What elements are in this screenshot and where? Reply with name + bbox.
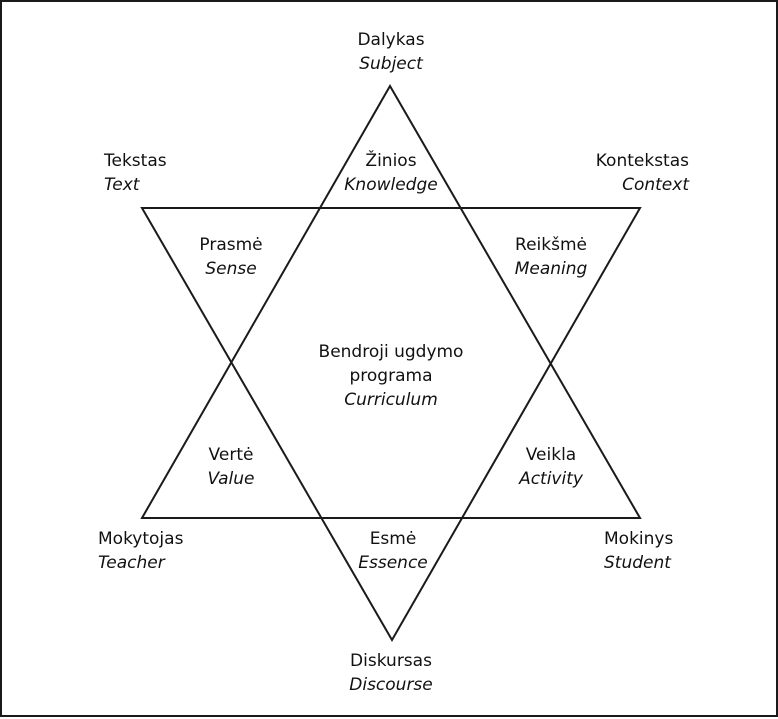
inner-label-lower-right-en: Activity <box>519 469 583 489</box>
outer-label-top-lt: Dalykas <box>357 30 425 50</box>
inner-label-bottom: Esmė Essence <box>358 527 428 575</box>
upward-triangle <box>140 83 642 519</box>
outer-label-upper-right-lt: Kontekstas <box>595 151 689 171</box>
inner-label-upper-left-lt: Prasmė <box>199 235 263 255</box>
inner-label-top-lt: Žinios <box>365 151 417 171</box>
downward-triangle <box>140 207 642 643</box>
inner-label-top-en: Knowledge <box>344 175 438 195</box>
inner-label-lower-right: Veikla Activity <box>519 443 583 491</box>
outer-label-lower-left-lt: Mokytojas <box>98 529 184 549</box>
outer-label-upper-left-lt: Tekstas <box>104 151 167 171</box>
outer-label-lower-left-en: Teacher <box>98 553 165 573</box>
outer-label-top-en: Subject <box>359 54 423 74</box>
center-label-en: Curriculum <box>344 390 438 410</box>
outer-label-upper-left-en: Text <box>104 175 140 195</box>
inner-label-upper-left-en: Sense <box>205 259 257 279</box>
outer-label-lower-left: Mokytojas Teacher <box>98 527 183 575</box>
inner-label-lower-right-lt: Veikla <box>525 445 577 465</box>
center-label-line1: Bendroji ugdymo <box>318 342 464 362</box>
inner-label-lower-left: Vertė Value <box>208 443 255 491</box>
inner-label-upper-right: Reikšmė Meaning <box>515 233 588 281</box>
outer-label-upper-right: Kontekstas Context <box>596 149 689 197</box>
inner-label-bottom-en: Essence <box>358 553 428 573</box>
center-label: Bendroji ugdymo programa Curriculum <box>319 340 464 412</box>
inner-label-lower-left-en: Value <box>207 469 255 489</box>
inner-label-top: Žinios Knowledge <box>344 149 437 197</box>
inner-label-lower-left-lt: Vertė <box>208 445 254 465</box>
outer-label-top: Dalykas Subject <box>357 28 424 76</box>
outer-label-bottom-lt: Diskursas <box>350 651 432 671</box>
outer-label-lower-right: Mokinys Student <box>604 527 673 575</box>
outer-label-upper-left: Tekstas Text <box>104 149 167 197</box>
outer-label-lower-right-en: Student <box>604 553 671 573</box>
outer-label-upper-right-en: Context <box>622 175 689 195</box>
outer-label-bottom: Diskursas Discourse <box>349 649 433 697</box>
inner-label-upper-left: Prasmė Sense <box>199 233 262 281</box>
center-label-line2: programa <box>349 366 433 386</box>
outer-label-bottom-en: Discourse <box>349 675 433 695</box>
inner-label-bottom-lt: Esmė <box>369 529 417 549</box>
outer-label-lower-right-lt: Mokinys <box>604 529 674 549</box>
inner-label-upper-right-lt: Reikšmė <box>515 235 587 255</box>
inner-label-upper-right-en: Meaning <box>514 259 588 279</box>
